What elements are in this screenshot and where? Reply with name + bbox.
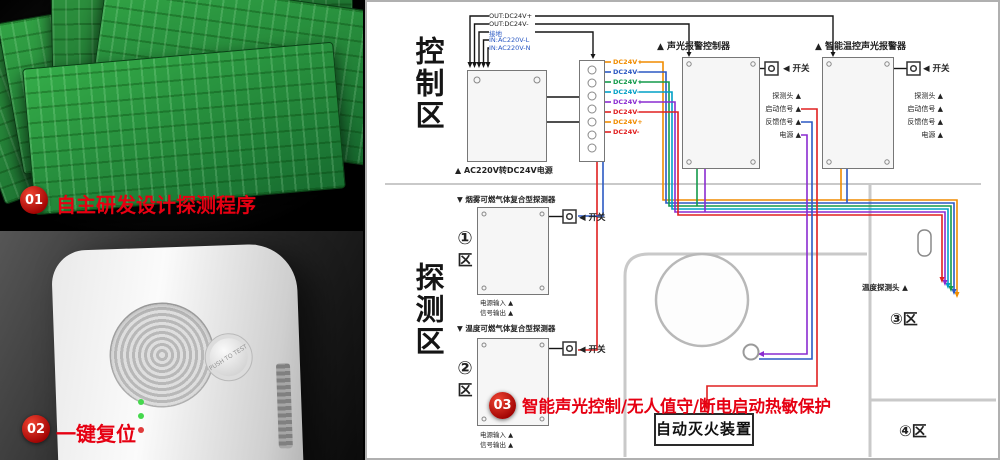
detector1-zone-number: ① xyxy=(457,228,473,249)
io-label: 启动信号 ▲ xyxy=(907,105,943,113)
power-supply-box xyxy=(467,70,547,162)
temp-probe-label: 温度探测头 ▲ xyxy=(862,283,908,292)
detector2-title: ▼ 温度可燃气体复合型探测器 xyxy=(457,324,556,333)
tank-valve xyxy=(742,343,760,361)
detector-photo-panel: PUSH TO TEST 02 一键复位 xyxy=(0,230,363,460)
speaker-grille xyxy=(107,300,217,410)
detector2-zone-number: ② xyxy=(457,358,473,379)
dc-label: DC24V+ xyxy=(613,118,643,126)
controller1-title: ▲ 声光报警控制器 xyxy=(657,42,731,52)
io-label: 电源 ▲ xyxy=(921,131,943,139)
zone4-label: ④区 xyxy=(899,422,927,440)
detector1-title: ▼ 烟雾可燃气体复合型探测器 xyxy=(457,195,556,204)
badge-01: 01 xyxy=(20,186,48,214)
dc-label: DC24V- xyxy=(613,68,640,76)
alarm-led xyxy=(138,413,144,419)
power-terminal-label: OUT:DC24V- xyxy=(489,20,529,28)
io-bottom-label: 信号输出 ▲ xyxy=(480,309,514,317)
push-to-test-button: PUSH TO TEST xyxy=(203,332,254,383)
smart-alarm-box xyxy=(822,57,894,169)
dc-label: DC24V- xyxy=(613,88,640,96)
temp-probe-icon xyxy=(917,229,932,257)
switch-label: ◀ 开关 xyxy=(579,345,606,355)
side-vents xyxy=(275,363,293,449)
power-supply-caption: ▲ AC220V转DC24V电源 xyxy=(455,166,553,175)
io-bottom-label: 电源输入 ▲ xyxy=(480,299,514,307)
wire-arrowheads-black xyxy=(467,52,836,68)
badge-02: 02 xyxy=(22,415,50,443)
switch-label: ◀ 开关 xyxy=(923,64,950,74)
wiring-diagram-panel: 自动灭火装置 xyxy=(365,0,1000,460)
power-terminal-label: OUT:DC24V+ xyxy=(489,12,533,20)
io-label: 反馈信号 ▲ xyxy=(765,118,801,126)
caption-02: 一键复位 xyxy=(56,422,136,446)
alarm-controller-box xyxy=(682,57,760,169)
switch-label: ◀ 开关 xyxy=(783,64,810,74)
power-terminal-label: IN:AC220V-L xyxy=(489,36,530,44)
dc-label: DC24V+ xyxy=(613,78,643,86)
extinguisher-box: 自动灭火装置 xyxy=(654,413,754,446)
io-label: 探测头 ▲ xyxy=(772,92,801,100)
zone3-label: ③区 xyxy=(890,310,918,328)
io-label: 反馈信号 ▲ xyxy=(907,118,943,126)
caption-01: 自主研发设计探测程序 xyxy=(56,193,256,217)
io-label: 启动信号 ▲ xyxy=(765,105,801,113)
zone-heading-control: 控制区 xyxy=(411,36,445,132)
dc-label: DC24V- xyxy=(613,108,640,116)
badge-03-number: 03 xyxy=(493,398,512,413)
power-terminal-label: 接地 xyxy=(489,30,502,38)
terminal-strip xyxy=(579,60,605,162)
detector1-zone-char: 区 xyxy=(457,251,473,269)
extinguisher-label: 自动灭火装置 xyxy=(656,420,753,438)
badge-01-number: 01 xyxy=(24,192,44,208)
smoke-detector-box xyxy=(477,207,549,295)
fault-led xyxy=(138,427,144,433)
zone-heading-detect: 探测区 xyxy=(411,262,445,358)
controller2-title: ▲ 智能温控声光报警器 xyxy=(815,42,907,52)
wire-arrowheads-colored xyxy=(704,277,960,411)
extinguisher-tank xyxy=(654,252,750,348)
caption-03: 智能声光控制/无人值守/断电启动热敏保护 xyxy=(522,397,832,416)
io-label: 电源 ▲ xyxy=(779,131,801,139)
power-terminal-label: IN:AC220V-N xyxy=(489,44,531,52)
dc-label: DC24V- xyxy=(613,128,640,136)
detector2-zone-char: 区 xyxy=(457,381,473,399)
io-bottom-label: 信号输出 ▲ xyxy=(480,441,514,449)
power-led xyxy=(138,399,144,405)
io-bottom-label: 电源输入 ▲ xyxy=(480,431,514,439)
dc-label: DC24V+ xyxy=(613,58,643,66)
badge-02-number: 02 xyxy=(26,421,46,437)
push-to-test-label: PUSH TO TEST xyxy=(208,342,249,372)
io-label: 探测头 ▲ xyxy=(914,92,943,100)
switch-label: ◀ 开关 xyxy=(579,213,606,223)
badge-03: 03 xyxy=(489,392,516,419)
dc-label: DC24V+ xyxy=(613,98,643,106)
pcb-photo-panel: 01 自主研发设计探测程序 xyxy=(0,0,363,230)
